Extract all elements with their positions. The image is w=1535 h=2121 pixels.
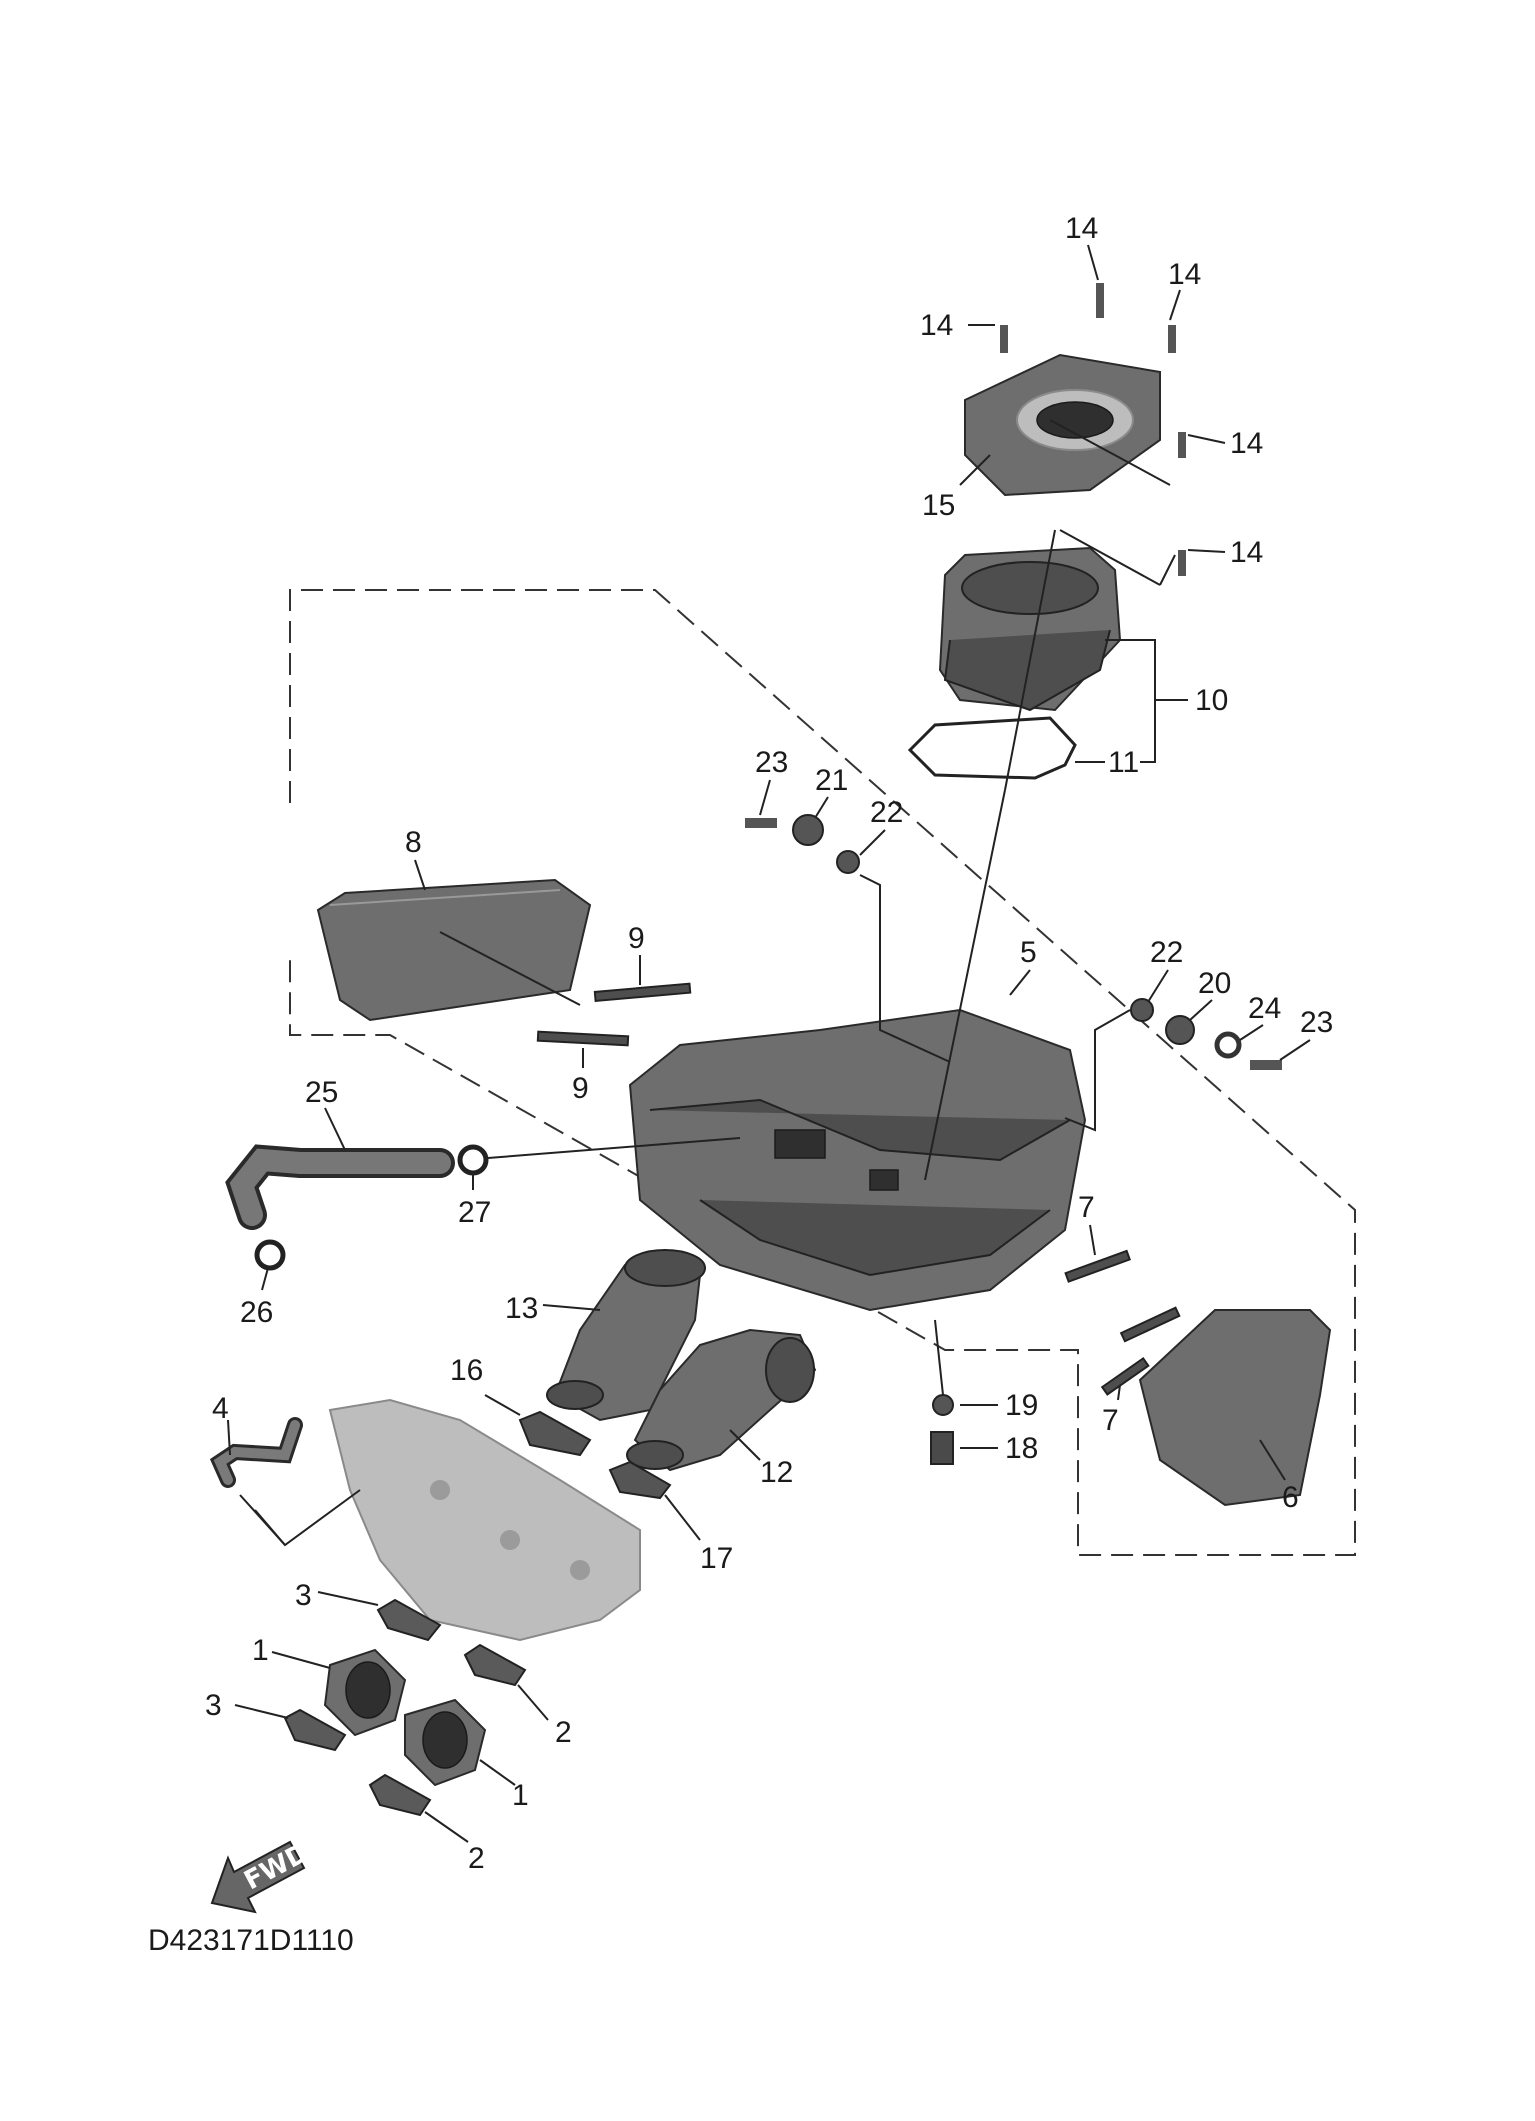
callout-14: 14 [1065,212,1098,245]
callout-3: 3 [205,1689,222,1722]
part-1-joint-upper [323,1648,407,1737]
callout-24: 24 [1248,992,1281,1025]
callout-11: 11 [1108,746,1139,779]
part-4-hose [209,1417,303,1488]
part-1-joint-lower [404,1698,487,1787]
leader-lines [227,244,1311,1843]
callout-8: 8 [405,826,422,859]
part-25-breather-hose [225,1144,455,1230]
callout-14: 14 [1230,427,1263,460]
callout-3: 3 [295,1579,312,1612]
callout-9: 9 [572,1072,589,1105]
part-11-gasket [907,716,1077,780]
diagram-code: D423171D1110 [148,1924,354,1957]
part-16-clamp [518,1410,592,1457]
callout-10: 10 [1195,684,1228,717]
part-27-hose-clamp [457,1144,489,1176]
part-10-duct [938,546,1122,712]
part-8-filter-element [316,878,592,1022]
callout-2: 2 [468,1842,485,1875]
part-7-seal-strips [1064,1249,1181,1396]
callout-26: 26 [240,1296,273,1329]
part-17-clamp [608,1460,672,1500]
callout-14: 14 [1230,536,1263,569]
part-3-clamp-lower [283,1708,347,1752]
callout-25: 25 [305,1076,338,1109]
part-2-clamp-lower [368,1773,432,1817]
intake-manifold [328,1398,641,1642]
fwd-arrow: FWD [210,1838,314,1914]
callout-13: 13 [505,1292,538,1325]
callout-4: 4 [212,1392,229,1425]
callout-17: 17 [700,1542,733,1575]
fwd-label: FWD [239,1838,313,1896]
part-9-seal-strips [536,982,692,1047]
part-3-clamp-upper [376,1598,442,1642]
callout-23: 23 [755,746,788,779]
callout-1: 1 [252,1634,269,1667]
callout-23: 23 [1300,1006,1333,1039]
dashed-group-boundaries [289,589,1356,1556]
callout-5: 5 [1020,936,1037,969]
part-5-air-filter-case [628,1008,1087,1312]
callout-18: 18 [1005,1432,1038,1465]
callout-20: 20 [1198,967,1231,1000]
callout-22: 22 [870,796,903,829]
callout-14: 14 [1168,258,1201,291]
callout-15: 15 [922,489,955,522]
part-12-intake-duct [626,1328,817,1472]
callout-22: 22 [1150,936,1183,969]
callout-2: 2 [555,1716,572,1749]
callout-1: 1 [512,1779,529,1812]
part-15-cover-plate [964,353,1161,497]
callout-labels: 14 14 14 14 14 15 10 11 23 21 22 8 9 9 5… [205,212,1333,1875]
part-26-hose-clamp [254,1239,286,1271]
callout-19: 19 [1005,1389,1038,1422]
callout-7: 7 [1078,1191,1095,1224]
small-hardware [745,283,1282,1465]
callout-7: 7 [1102,1404,1119,1437]
callout-6: 6 [1282,1481,1299,1514]
part-6-filter-element [1138,1309,1332,1507]
callout-21: 21 [815,764,848,797]
part-2-clamp-upper [463,1643,527,1687]
callout-27: 27 [458,1196,491,1229]
callout-12: 12 [760,1456,793,1489]
callout-16: 16 [450,1354,483,1387]
callout-9: 9 [628,922,645,955]
callout-14: 14 [920,309,953,342]
